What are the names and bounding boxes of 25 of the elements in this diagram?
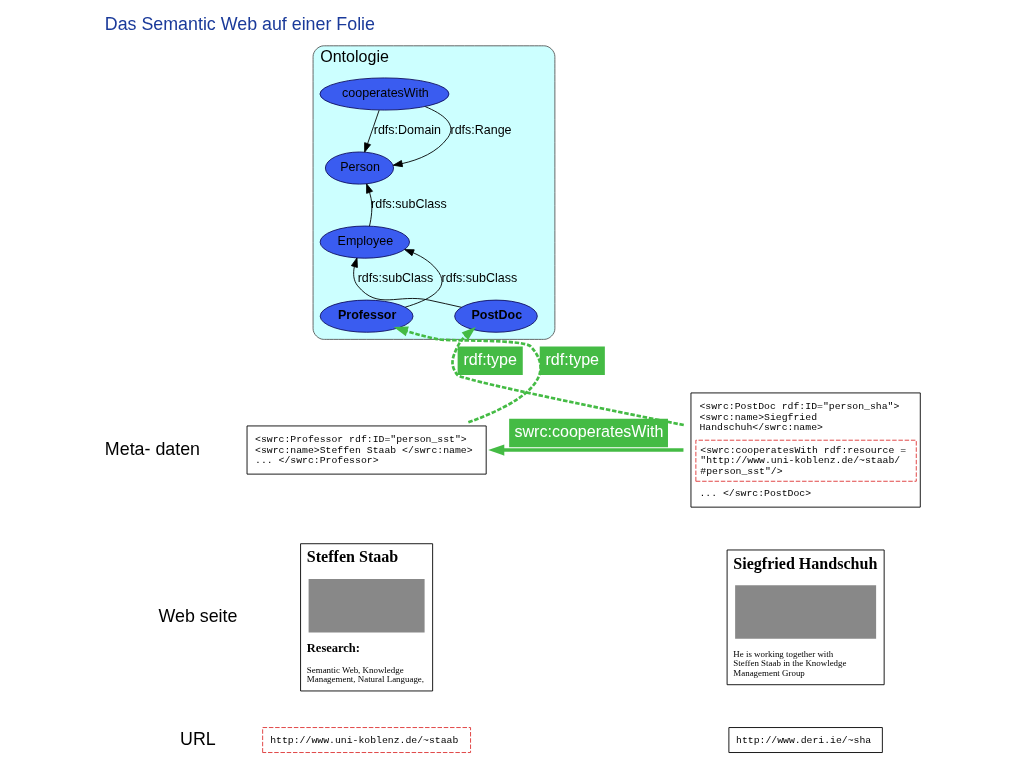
edge-label: rdfs:subClass xyxy=(441,271,517,286)
node-ellipse: PostDoc xyxy=(453,299,538,333)
diagram-title: Das Semantic Web auf einer Folie xyxy=(104,13,375,34)
node-ellipse: Professor xyxy=(319,299,413,333)
node-ellipse: Person xyxy=(324,151,394,185)
arrow xyxy=(450,327,684,427)
edge-label: rdfs:subClass xyxy=(357,271,433,286)
edge-label: swrc:cooperatesWith xyxy=(514,422,663,440)
arrow xyxy=(403,249,442,308)
arrow xyxy=(365,183,373,227)
node-ellipse: Employee xyxy=(319,225,410,259)
arrow xyxy=(393,326,542,424)
node-ellipse: cooperatesWith xyxy=(319,77,449,111)
arrow xyxy=(392,106,451,168)
edge-label: rdf:type xyxy=(545,349,599,368)
edge-label: rdf:type xyxy=(462,349,517,368)
arrow xyxy=(487,444,683,456)
arrow xyxy=(350,257,462,308)
label: Web seite xyxy=(157,605,237,626)
label: Meta- daten xyxy=(104,438,200,459)
edge-label: rdfs:subClass xyxy=(370,197,447,212)
label: URL xyxy=(179,728,216,749)
arrow xyxy=(363,109,380,153)
edge-label: rdfs:Range xyxy=(449,123,512,138)
edge-label: rdfs:Domain xyxy=(373,123,441,138)
